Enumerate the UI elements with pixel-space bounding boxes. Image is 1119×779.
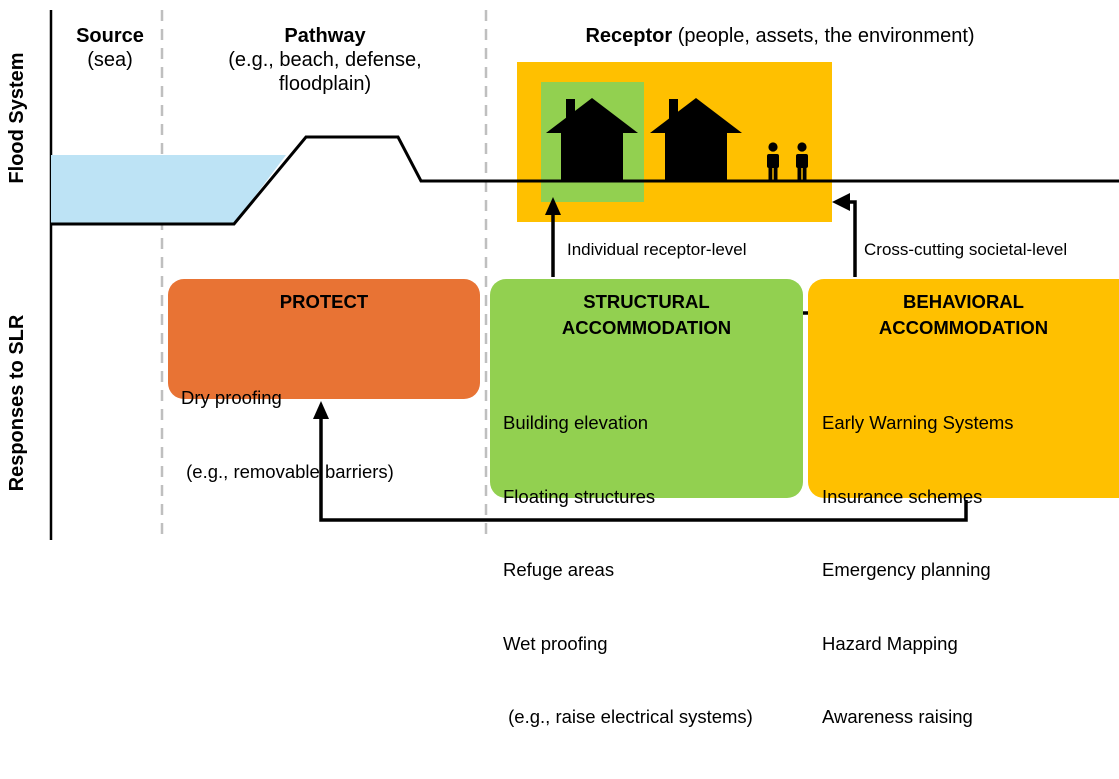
list-item: Insurance schemes (822, 485, 983, 507)
list-item: Hazard Mapping (822, 632, 958, 654)
structural-title-line1: STRUCTURAL (583, 291, 710, 312)
behavioral-title-line1: BEHAVIORAL (903, 291, 1024, 312)
pathway-subtitle-line1: (e.g., beach, defense, (228, 49, 422, 71)
column-header-pathway: Pathway (e.g., beach, defense, floodplai… (190, 24, 460, 96)
structural-accommodation-box: STRUCTURAL ACCOMMODATION Building elevat… (490, 279, 803, 727)
list-item: Early Warning Systems (822, 412, 1014, 433)
list-item: (e.g., raise electrical systems) (503, 706, 753, 727)
list-item: Wet proofing (503, 632, 608, 654)
structural-title: STRUCTURAL ACCOMMODATION (490, 289, 803, 341)
behavioral-accommodation-box: BEHAVIORAL ACCOMMODATION Early Warning S… (808, 279, 1119, 727)
person-icon (767, 142, 779, 180)
arrowhead-up-icon (545, 197, 561, 215)
pathway-subtitle-line2: floodplain) (278, 73, 372, 95)
list-item: Emergency planning (822, 559, 991, 580)
sea-water (51, 155, 286, 224)
column-header-receptor: Receptor (people, assets, the environmen… (520, 24, 1040, 48)
behavioral-list: Early Warning Systems Insurance schemes … (822, 362, 1014, 779)
behavioral-title-line2: ACCOMMODATION (878, 317, 1049, 338)
arrow-behavioral-to-receptor (848, 200, 857, 277)
list-item: Building elevation (503, 412, 649, 433)
source-subtitle: (sea) (87, 49, 133, 71)
receptor-title: Receptor (585, 25, 673, 47)
ground-profile-line (51, 135, 1119, 226)
list-item: Awareness raising (822, 706, 973, 727)
person-icon (796, 142, 808, 180)
protect-list: Dry proofing (e.g., removable barriers) (181, 337, 394, 533)
list-item: (e.g., removable barriers) (181, 460, 394, 482)
source-title: Source (76, 25, 144, 47)
list-item: Dry proofing (181, 387, 282, 408)
level-label-individual: Individual receptor-level (567, 240, 747, 259)
level-label-societal: Cross-cutting societal-level (864, 240, 1068, 259)
flood-system-diagram (49, 10, 1119, 540)
protect-box: PROTECT Dry proofing (e.g., removable ba… (168, 279, 480, 482)
arrow-behavioral-to-protect (319, 418, 968, 522)
row-label-responses: Responses to SLR (6, 314, 28, 492)
behavioral-title: BEHAVIORAL ACCOMMODATION (808, 289, 1119, 341)
receptor-subtitle: (people, assets, the environment) (672, 25, 975, 47)
house-icon (650, 98, 742, 181)
arrowhead-up-icon (313, 401, 329, 419)
list-item: Floating structures (503, 485, 656, 507)
structural-title-line2: ACCOMMODATION (561, 317, 732, 338)
pathway-title: Pathway (284, 25, 366, 47)
column-header-source: Source (sea) (60, 24, 160, 72)
house-icon (546, 98, 638, 181)
list-item: Refuge areas (503, 559, 615, 580)
protect-title: PROTECT (279, 291, 369, 312)
arrowhead-left-icon (832, 193, 850, 211)
row-label-flood-system: Flood System (6, 52, 28, 184)
structural-list: Building elevation Floating structures R… (503, 362, 753, 779)
